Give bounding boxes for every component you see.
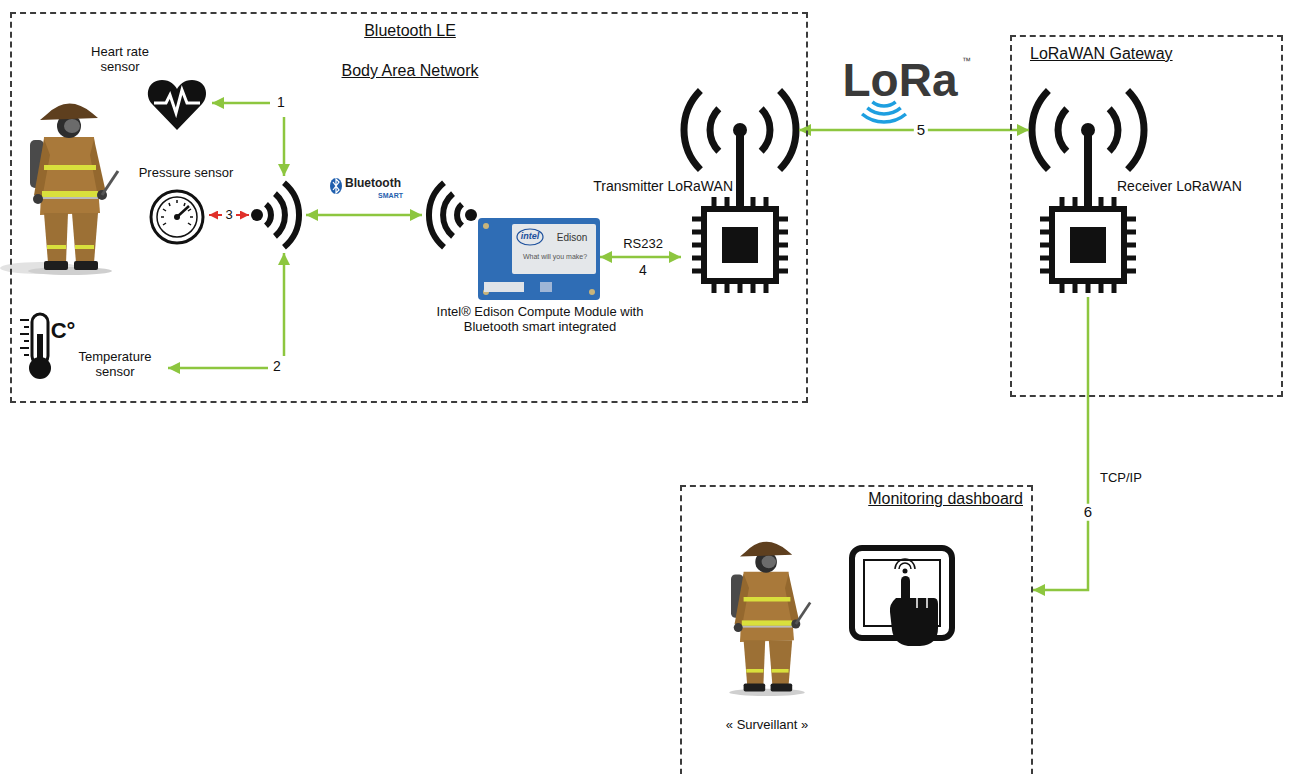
thermometer-bulb	[29, 357, 51, 379]
logo-text: SMART	[378, 192, 403, 200]
bluetooth-rune	[333, 179, 339, 193]
logo-text: intel	[521, 232, 540, 242]
connector-group	[600, 130, 1088, 590]
callout-number: 6	[1081, 504, 1095, 521]
callout-number: 3	[225, 208, 232, 222]
logo-text: Bluetooth	[345, 177, 401, 190]
gauge-hub	[174, 214, 180, 220]
connector-arrow	[600, 256, 681, 259]
gauge-dial	[157, 197, 197, 237]
protocol-name: TCP/IP	[1100, 471, 1142, 485]
edison-shield	[512, 224, 596, 274]
sensor-node: Pressure sensor	[149, 189, 205, 245]
unit-label: C°	[51, 319, 76, 343]
gateway-region: LoRaWAN GatewayReceiver LoRaWAN	[1010, 35, 1283, 397]
antenna-waves	[1032, 90, 1144, 169]
region-title: LoRaWAN Gateway	[1030, 45, 1250, 63]
node-label: Intel® Edison Compute Module with Blueto…	[415, 305, 665, 335]
component	[540, 282, 552, 292]
intel-logo-ring	[517, 229, 543, 245]
sensor-wire	[283, 117, 286, 176]
radio-symbol	[266, 183, 299, 247]
heart-icon	[148, 80, 206, 130]
sensor-wire	[212, 102, 270, 105]
node-label: Transmitter LoRaWAN	[563, 178, 733, 194]
network-region: Bluetooth LEBody Area NetworkHeart rate …	[10, 12, 808, 403]
chip-icon	[692, 197, 788, 293]
logo-text: Edison	[557, 232, 588, 243]
sensor-wire	[168, 367, 268, 370]
supervisor-node: « Surveillant »	[722, 515, 812, 715]
hand-knuckles	[917, 598, 927, 608]
trademark: ™	[962, 57, 971, 67]
signal-name: RS232	[623, 237, 663, 251]
bluetooth-logo	[330, 178, 342, 194]
region-title: Bluetooth LE	[260, 22, 560, 40]
antenna-waves	[684, 90, 796, 169]
bluetooth-link	[306, 214, 422, 217]
sensor-wire	[236, 214, 249, 216]
node-label: Pressure sensor	[121, 166, 251, 181]
callout-number: 4	[639, 263, 647, 278]
logo-tagline: What will you make?	[523, 253, 587, 261]
mounting-hole	[589, 289, 595, 295]
radio-symbol	[429, 183, 462, 247]
mounting-hole	[483, 223, 489, 229]
touch-mark	[895, 559, 915, 569]
hand-icon	[890, 598, 938, 646]
region-title: Monitoring dashboard	[783, 490, 1023, 508]
node-label: « Surveillant »	[702, 718, 832, 733]
chip-icon	[1040, 197, 1136, 293]
sensor-node: Heart rate sensor	[144, 78, 210, 132]
callout-number: 5	[914, 122, 928, 139]
dashboard-region: Monitoring dashboard « Surveillant »	[680, 485, 1033, 774]
firefighter-figure	[28, 103, 118, 275]
node-label: Receiver LoRaWAN	[1117, 178, 1277, 194]
touch-mark	[903, 569, 908, 574]
callout-number: 2	[273, 359, 281, 374]
region-title: Body Area Network	[260, 62, 560, 80]
connector-arrow	[1033, 297, 1088, 590]
callout-number: 1	[277, 95, 285, 110]
transmitter-node: Transmitter LoRaWAN	[681, 88, 799, 297]
sensor-wire	[209, 214, 222, 216]
connector	[484, 282, 524, 292]
sensor-wire	[283, 253, 286, 356]
receiver-node: Receiver LoRaWAN	[1029, 88, 1147, 297]
logo-text: LoRa	[843, 55, 958, 106]
ecg-trace	[154, 90, 200, 113]
node-label: Temperature sensor	[69, 350, 161, 380]
radio-symbol	[251, 209, 263, 221]
supervisor-figure	[729, 542, 810, 696]
radio-symbol	[465, 209, 477, 221]
edison-board	[478, 218, 600, 300]
node-label: Heart rate sensor	[80, 45, 160, 75]
gauge-icon	[151, 191, 203, 243]
thermometer-icon	[32, 314, 48, 364]
thermometer-ticks	[20, 320, 29, 355]
gauge-ticks	[161, 200, 193, 225]
